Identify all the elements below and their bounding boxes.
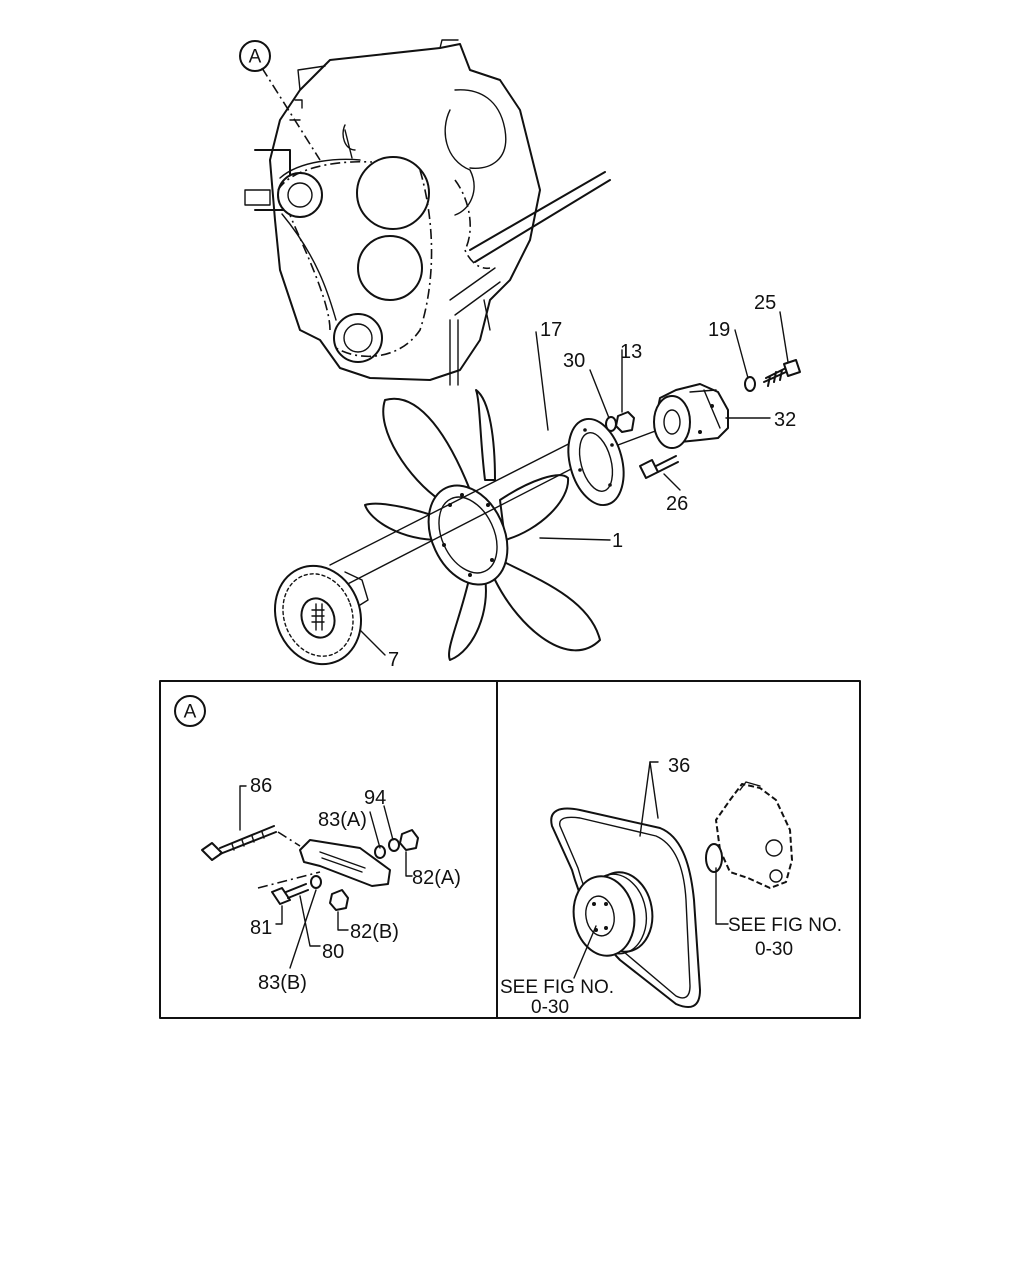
leaders-top (359, 311, 789, 656)
callout-86: 86 (250, 775, 272, 797)
callout-82b: 82(B) (350, 921, 399, 943)
fan-blade-top-left (382, 397, 471, 501)
callout-7: 7 (388, 649, 399, 671)
engine-block (244, 39, 611, 386)
callout-26: 26 (666, 493, 688, 515)
fan-spacer-ring (567, 417, 625, 507)
ref-right-line2: 0-30 (755, 939, 793, 960)
callout-82a: 82(A) (412, 867, 461, 889)
detail-marker-main: A (239, 40, 271, 72)
callout-80: 80 (322, 941, 344, 963)
inset-frame (159, 680, 861, 1019)
bolt-26 (639, 455, 679, 479)
callout-30: 30 (563, 350, 585, 372)
callout-94: 94 (364, 787, 386, 809)
detail-marker-inset-label: A (184, 702, 197, 723)
callout-32: 32 (774, 409, 796, 431)
callout-25: 25 (754, 292, 776, 314)
callout-1: 1 (612, 530, 623, 552)
middle-pulley (357, 235, 423, 301)
leaders-right-inset (573, 761, 729, 979)
tensioner-bracket (201, 785, 419, 969)
callout-83b: 83(B) (258, 972, 307, 994)
fan-blade-right (499, 474, 570, 541)
bolt-25 (763, 359, 801, 387)
fan-blade-top (475, 389, 496, 481)
callout-13: 13 (620, 341, 642, 363)
callout-81: 81 (250, 917, 272, 939)
idler-pulley (277, 172, 323, 218)
water-pump-inset (705, 781, 793, 889)
fan-assembly (329, 389, 691, 661)
ref-right-line1: SEE FIG NO. (728, 915, 842, 936)
detail-marker-inset: A (174, 695, 206, 727)
fan-hub-ring (427, 484, 509, 586)
upper-pulley (356, 156, 430, 230)
callout-36: 36 (668, 755, 690, 777)
fan-pulley-bracket (653, 383, 729, 449)
belt-and-pulley (550, 807, 701, 1008)
crank-pulley (333, 313, 383, 363)
fan-blade-bottom (448, 574, 487, 661)
ref-left-line1: SEE FIG NO. (500, 977, 614, 998)
callout-19: 19 (708, 319, 730, 341)
detail-marker-main-label: A (249, 47, 262, 68)
nut-13 (615, 411, 635, 433)
callout-17: 17 (540, 319, 562, 341)
drive-belt-dashed (277, 160, 433, 358)
fan-blade-bottom-right (494, 559, 601, 652)
callout-83a: 83(A) (318, 809, 367, 831)
washer-30 (605, 416, 617, 432)
ref-left-line2: 0-30 (531, 997, 569, 1018)
fan-clutch (273, 564, 369, 666)
fan-blade-left (364, 502, 446, 541)
washer-19 (744, 376, 756, 392)
